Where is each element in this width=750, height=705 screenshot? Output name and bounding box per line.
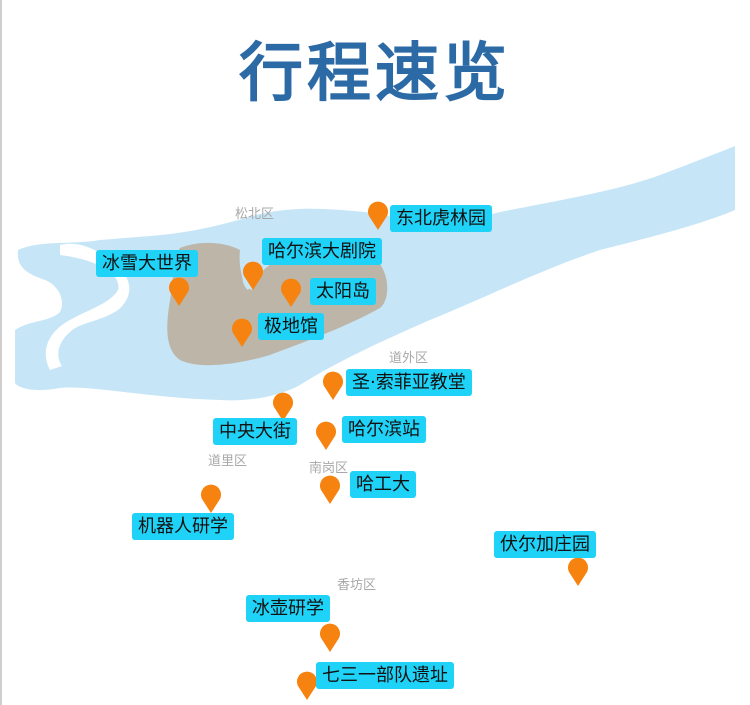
map-pin-icon[interactable]	[280, 277, 302, 307]
place-label-polarland[interactable]: 极地馆	[258, 313, 324, 340]
map-pin-icon[interactable]	[231, 317, 253, 347]
map-pin-icon[interactable]	[168, 276, 190, 306]
page-title: 行程速览	[239, 37, 511, 111]
district-songbei: 松北区	[235, 207, 275, 222]
place-label-ice-snow-world[interactable]: 冰雪大世界	[96, 250, 198, 277]
place-label-volga-manor[interactable]: 伏尔加庄园	[494, 531, 596, 558]
district-daoli: 道里区	[208, 454, 248, 469]
river-tributary	[45, 243, 130, 370]
place-label-robot-study[interactable]: 机器人研学	[132, 513, 234, 540]
place-label-hit[interactable]: 哈工大	[350, 471, 416, 498]
map-pin-icon[interactable]	[296, 670, 318, 700]
place-label-tiger-park[interactable]: 东北虎林园	[390, 205, 492, 232]
place-label-unit-731-site[interactable]: 七三一部队遗址	[316, 662, 454, 689]
map-pin-icon[interactable]	[319, 622, 341, 652]
map-pin-icon[interactable]	[567, 556, 589, 586]
place-label-harbin-station[interactable]: 哈尔滨站	[342, 416, 426, 443]
map-pin-icon[interactable]	[242, 260, 264, 290]
map-pin-icon[interactable]	[315, 420, 337, 450]
district-nangang: 南岗区	[309, 461, 349, 476]
district-xiangfang: 香坊区	[337, 578, 377, 593]
sun-island	[167, 242, 388, 366]
place-label-st-sophia[interactable]: 圣·索菲亚教堂	[346, 369, 472, 396]
left-border	[0, 0, 2, 705]
map-pin-icon[interactable]	[272, 391, 294, 421]
district-daowai: 道外区	[389, 351, 429, 366]
place-label-grand-theatre[interactable]: 哈尔滨大剧院	[262, 238, 382, 265]
place-label-central-street[interactable]: 中央大街	[213, 418, 297, 445]
place-label-curling-study[interactable]: 冰壶研学	[246, 595, 330, 622]
place-label-sun-island[interactable]: 太阳岛	[310, 278, 376, 305]
map-pin-icon[interactable]	[367, 200, 389, 230]
map-pin-icon[interactable]	[200, 483, 222, 513]
map-pin-icon[interactable]	[319, 474, 341, 504]
map-pin-icon[interactable]	[322, 370, 344, 400]
